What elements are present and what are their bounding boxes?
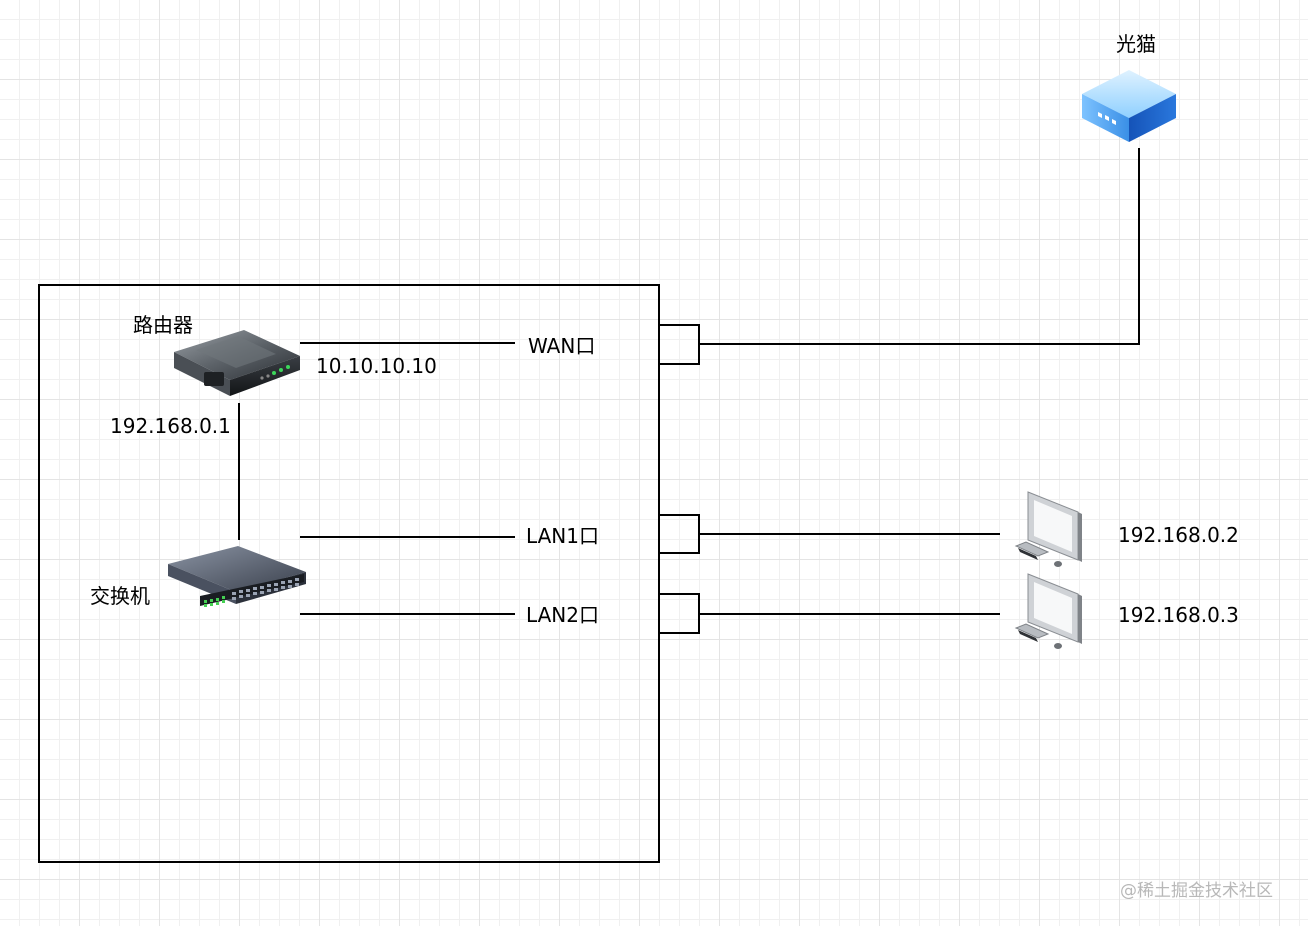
wan-port-label: WAN口 <box>528 334 596 358</box>
router-lan-ip-label: 192.168.0.1 <box>110 414 231 438</box>
switch-label: 交换机 <box>90 584 150 608</box>
router-wan-ip-label: 10.10.10.10 <box>316 354 437 378</box>
lan1-port-label: LAN1口 <box>526 524 599 548</box>
wan-modem-link <box>699 148 1140 345</box>
router-label: 路由器 <box>133 313 193 337</box>
desktop-computer-icon <box>1014 573 1082 649</box>
desktop-computer-icon <box>1014 491 1082 567</box>
network-modem-icon <box>1082 70 1176 142</box>
watermark: @稀土掘金技术社区 <box>1120 881 1273 901</box>
lan2-port-label: LAN2口 <box>526 603 599 627</box>
router-icon <box>174 330 300 396</box>
pc1-ip-label: 192.168.0.2 <box>1118 523 1239 547</box>
wan-port-bracket <box>659 324 700 365</box>
enclosure-box <box>38 284 660 863</box>
modem-label: 光猫 <box>1116 32 1156 56</box>
lan1-port-bracket <box>659 514 700 554</box>
network-switch-icon <box>168 546 306 607</box>
pc2-ip-label: 192.168.0.3 <box>1118 603 1239 627</box>
lan2-port-bracket <box>659 593 700 634</box>
